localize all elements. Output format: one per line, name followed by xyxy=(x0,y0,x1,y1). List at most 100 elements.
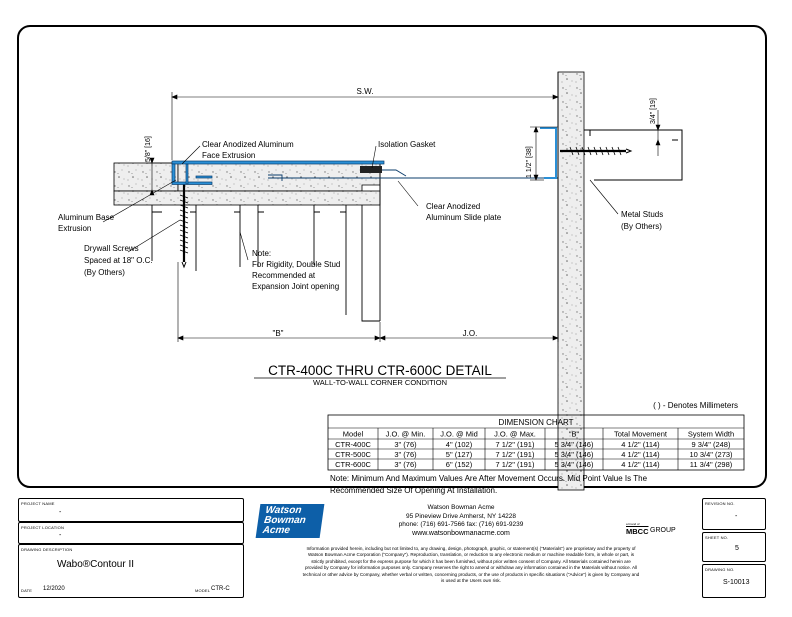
base-extrusion-callout-2: Extrusion xyxy=(58,224,91,233)
note-studs-callout-2: For Rigidity, Double Stud xyxy=(252,260,340,269)
drawing-no-value: S-10013 xyxy=(723,579,750,586)
right-angle-trim xyxy=(540,127,557,179)
project-location-box: PROJECT LOCATION - xyxy=(18,522,244,544)
project-name-label: PROJECT NAME xyxy=(21,501,55,506)
drawing-description-box: DRAWING DESCRIPTION Wabo®Contour II DATE… xyxy=(18,544,244,598)
detail-subtitle: WALL-TO-WALL CORNER CONDITION xyxy=(313,378,447,387)
right-metal-stud xyxy=(584,129,683,181)
drywall-screws-callout-2: Spaced at 18" O.C. xyxy=(84,256,153,265)
logo-line-3: Acme xyxy=(261,525,291,536)
legal-line-5: technical or other advice by Company, wh… xyxy=(302,571,640,577)
date-value: 12/2020 xyxy=(43,586,65,592)
chart-data-cell: 4" (102) xyxy=(446,440,473,449)
drawing-no-label: DRAWING NO. xyxy=(705,567,735,572)
company-phone: phone: (716) 691-7566 fax: (716) 691-923… xyxy=(398,521,524,528)
five-eighths-dim-label: 5/8" [16] xyxy=(145,136,152,162)
chart-note-line-1: Note: Minimum And Maximum Values Are Aft… xyxy=(330,474,648,483)
sheet-box: SHEET NO. 5 xyxy=(702,532,766,562)
legal-line-4: provided by Company for information purp… xyxy=(304,565,638,571)
company-website[interactable]: www.watsonbowmanacme.com xyxy=(412,529,510,537)
dimension-lines xyxy=(146,92,664,342)
chart-data-cell: CTR-400C xyxy=(335,440,371,449)
chart-header-cell: J.O. @ Max. xyxy=(494,430,536,439)
model-value: CTR-C xyxy=(211,586,230,592)
left-wall xyxy=(113,162,381,206)
group-prefix: MBCC xyxy=(626,527,649,536)
company-info: Watson Bowman Acme 95 Pineview Drive Amh… xyxy=(336,504,586,538)
chart-data-cell: 5" (127) xyxy=(446,450,473,459)
chart-data-cell: 5 3/4" (146) xyxy=(555,450,594,459)
chart-data-cell: 7 1/2" (191) xyxy=(496,460,535,469)
chart-note-line-2: Recommended Size Of Opening At Installat… xyxy=(330,486,497,495)
b-dim-label: "B" xyxy=(272,329,283,338)
chart-data-cell: 3" (76) xyxy=(394,450,417,459)
isolation-gasket xyxy=(360,166,382,173)
chart-header-cell: J.O. @ Mid xyxy=(440,430,478,439)
detail-title: CTR-400C THRU CTR-600C DETAIL xyxy=(268,363,492,378)
chart-data-cell: CTR-600C xyxy=(335,460,371,469)
chart-data-cell: 6" (152) xyxy=(446,460,473,469)
sw-dim-label: S.W. xyxy=(357,87,374,96)
company-address: 95 Pineview Drive Amherst, NY 14228 xyxy=(405,512,517,520)
revision-value: - xyxy=(735,513,738,520)
chart-header-cell: "B" xyxy=(569,430,580,439)
slide-plate-callout-2: Aluminum Slide plate xyxy=(426,213,502,222)
legal-text: Information provided herein, including b… xyxy=(248,546,694,584)
base-extrusion-callout-1: Aluminum Base xyxy=(58,213,115,222)
revision-box: REVISION NO. - xyxy=(702,498,766,530)
right-screw xyxy=(560,146,633,156)
chart-data-cell: 3" (76) xyxy=(394,460,417,469)
note-studs-callout-1: Note: xyxy=(252,249,271,258)
company-name: Watson Bowman Acme xyxy=(427,504,495,511)
chart-title: DIMENSION CHART xyxy=(499,418,574,427)
note-studs-callout-4: Expansion Joint opening xyxy=(252,282,339,291)
sheet-value: 5 xyxy=(735,545,739,552)
drywall-screw xyxy=(179,182,189,269)
chart-data-cell: 11 3/4" (298) xyxy=(690,460,733,469)
right-wall xyxy=(557,71,585,491)
face-extrusion xyxy=(171,160,385,185)
date-label: DATE xyxy=(21,588,33,593)
model-label: MODEL xyxy=(195,588,211,593)
face-extrusion-callout-2: Face Extrusion xyxy=(202,151,255,160)
chart-data-cell: 9 3/4" (248) xyxy=(692,440,731,449)
left-metal-studs xyxy=(151,205,381,322)
legal-line-1: Information provided herein, including b… xyxy=(306,546,636,551)
group-suffix: GROUP xyxy=(650,527,676,534)
chart-data-cell: 5 3/4" (146) xyxy=(555,460,594,469)
project-name-value: - xyxy=(59,509,62,516)
legal-line-3: strictly prohibited, except for the expr… xyxy=(311,558,631,564)
drawing-description-value: Wabo®Contour II xyxy=(57,559,135,570)
metal-studs-callout-1: Metal Studs xyxy=(621,210,663,219)
drywall-screws-callout-1: Drywall Screws xyxy=(84,244,139,253)
face-extrusion-callout-1: Clear Anodized Aluminum xyxy=(202,140,294,149)
legal-line-6: is used at the Users own risk. xyxy=(441,578,501,584)
chart-data-cell: 4 1/2" (114) xyxy=(621,460,660,469)
drawing-border xyxy=(17,25,767,488)
chart-header-cell: System Width xyxy=(688,430,734,439)
chart-data-cell: 5 3/4" (146) xyxy=(555,440,594,449)
project-name-box: PROJECT NAME - xyxy=(18,498,244,522)
isolation-gasket-callout: Isolation Gasket xyxy=(378,140,436,149)
drywall-screws-callout-3: (By Others) xyxy=(84,268,125,277)
chart-header-cell: Model xyxy=(343,430,364,439)
chart-data-cell: 4 1/2" (114) xyxy=(621,440,660,449)
group-logo: a brand of MBCC GROUP xyxy=(624,522,684,540)
chart-header-cell: Total Movement xyxy=(614,430,668,439)
chart-data-cell: CTR-500C xyxy=(335,450,371,459)
chart-data-cell: 10 3/4" (273) xyxy=(689,450,733,459)
leader-lines xyxy=(102,145,619,261)
project-location-label: PROJECT LOCATION xyxy=(21,525,65,530)
chart-data-cell: 7 1/2" (191) xyxy=(496,440,535,449)
chart-data-cell: 4 1/2" (114) xyxy=(621,450,660,459)
legal-line-2: Watson Bowman Acme Corporation ("Company… xyxy=(307,552,635,558)
one-half-dim-label: 1 1/2" [38] xyxy=(526,146,533,178)
revision-label: REVISION NO. xyxy=(705,501,735,506)
sheet-label: SHEET NO. xyxy=(705,535,729,540)
three-quarter-dim-label: 3/4" [19] xyxy=(650,98,657,124)
drawing-no-box: DRAWING NO. S-10013 xyxy=(702,564,766,598)
metal-studs-callout-2: (By Others) xyxy=(621,222,662,231)
